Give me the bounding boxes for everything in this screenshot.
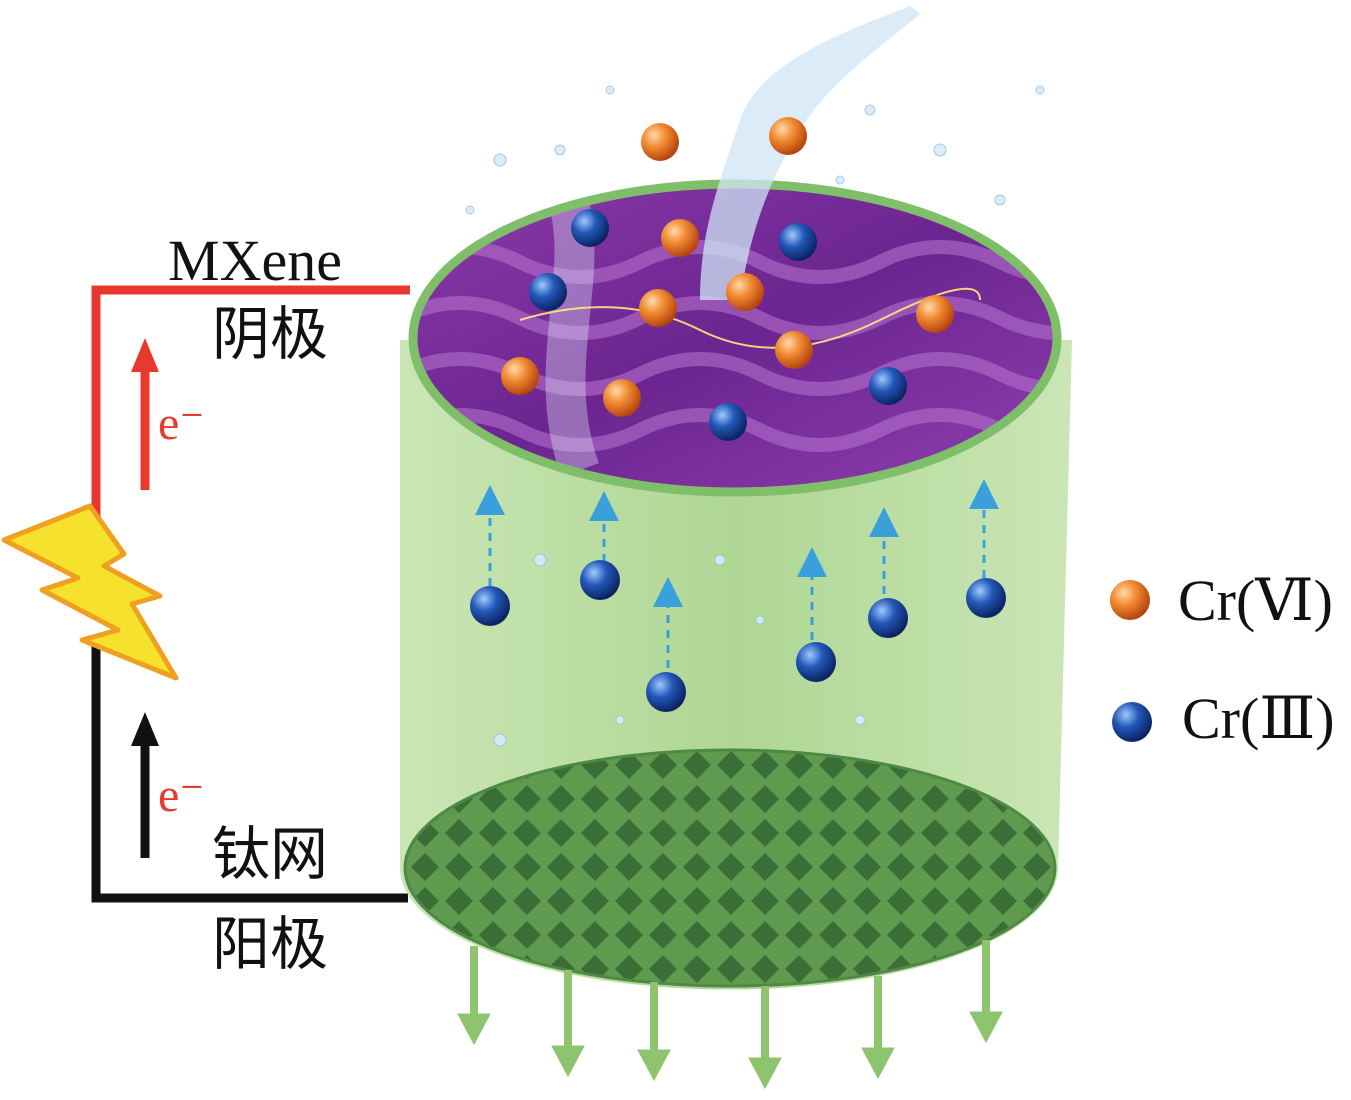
titanium-mesh-anode [403,748,1057,988]
electron-label-bottom: e⁻ [158,769,205,822]
blue-sphere-icon [1112,702,1152,742]
electron-label-top: e⁻ [158,397,205,450]
legend-cr3-label: Cr(Ⅲ) [1182,686,1335,751]
lightning-bolt-icon [1,503,179,681]
cathode-label: 阴极 [212,302,329,367]
water-droplets [465,85,1045,747]
anode-label: 阳极 [212,912,329,977]
migration-arrows [475,479,999,668]
legend-cr6-label: Cr(Ⅵ) [1178,568,1333,633]
anode-wire [91,646,408,903]
orange-sphere-icon [1110,580,1150,620]
outflow-arrows [457,940,1003,1090]
water-stream [700,6,920,300]
cr6-ions [501,117,954,417]
electron-arrow-red [131,338,159,490]
cathode-wire [91,285,410,527]
cathode-material-label: MXene [168,228,342,293]
electron-arrow-black [131,712,159,858]
cr3-ions-membrane [529,209,907,441]
cr3-ions-migrating [470,560,1006,712]
anode-material-label: 钛网 [212,822,329,887]
